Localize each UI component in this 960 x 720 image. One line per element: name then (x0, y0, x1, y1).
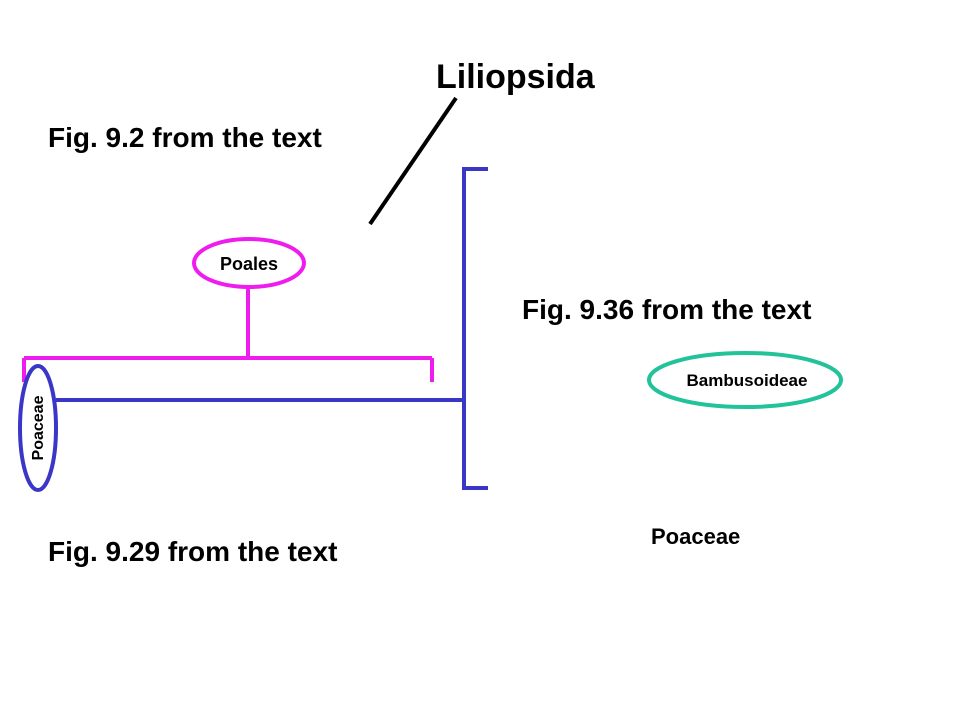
liliopsida-pointer-line (368, 96, 458, 226)
poaceae-vertical-label: Poaceae (30, 395, 47, 460)
figure-label-9-2: Fig. 9.2 from the text (48, 122, 322, 153)
bambusoideae-label: Bambusoideae (687, 371, 808, 390)
poaceae-vertical-oval (18, 364, 58, 492)
poales-oval (192, 237, 306, 289)
diagram-title: Liliopsida (436, 58, 595, 96)
figure-label-9-36: Fig. 9.36 from the text (522, 294, 812, 325)
navy-bracket (462, 167, 488, 490)
poaceae-label: Poaceae (651, 524, 741, 549)
bambusoideae-oval (647, 351, 843, 409)
poales-label: Poales (220, 254, 278, 274)
figure-label-9-29: Fig. 9.29 from the text (48, 536, 338, 567)
